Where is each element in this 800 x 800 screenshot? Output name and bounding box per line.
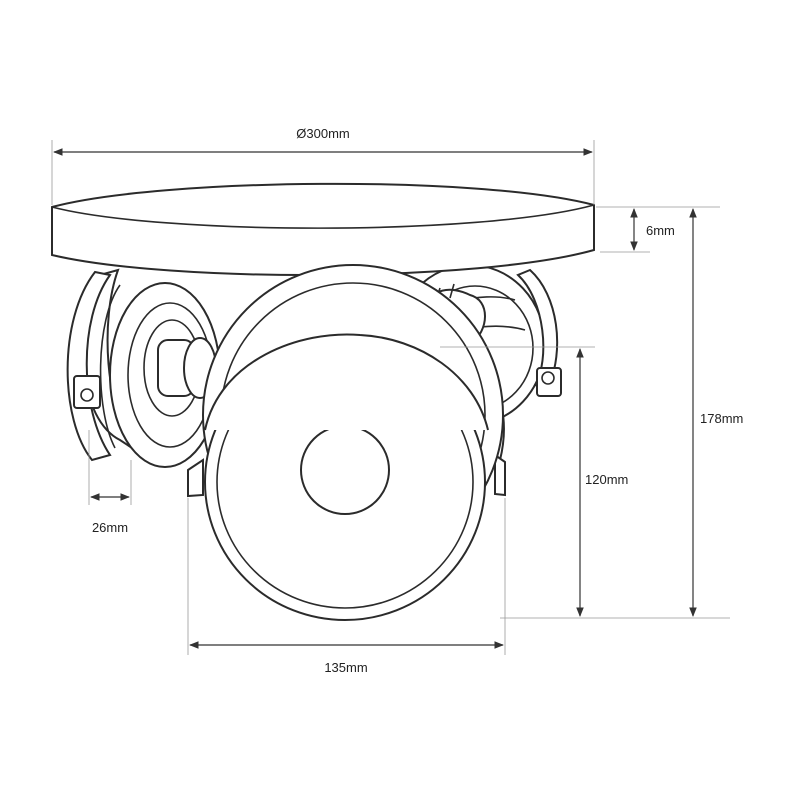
head-height-label: 120mm xyxy=(585,472,628,487)
dimension-head-height: 120mm xyxy=(440,346,628,617)
dimension-plate-thickness: 6mm xyxy=(596,206,675,253)
total-height-label: 178mm xyxy=(700,411,743,426)
dimension-offset: 26mm xyxy=(88,430,132,535)
left-spotlight-head xyxy=(66,268,221,468)
head-width-label: 135mm xyxy=(324,660,367,675)
offset-label: 26mm xyxy=(92,520,128,535)
diameter-label: Ø300mm xyxy=(296,126,349,141)
ceiling-plate xyxy=(51,182,595,277)
dimension-total-height: 178mm xyxy=(500,206,743,619)
plate-thickness-label: 6mm xyxy=(646,223,675,238)
dimension-diameter: Ø300mm xyxy=(51,126,595,205)
dimension-head-width: 135mm xyxy=(187,498,506,675)
front-spotlight-head xyxy=(187,264,506,621)
